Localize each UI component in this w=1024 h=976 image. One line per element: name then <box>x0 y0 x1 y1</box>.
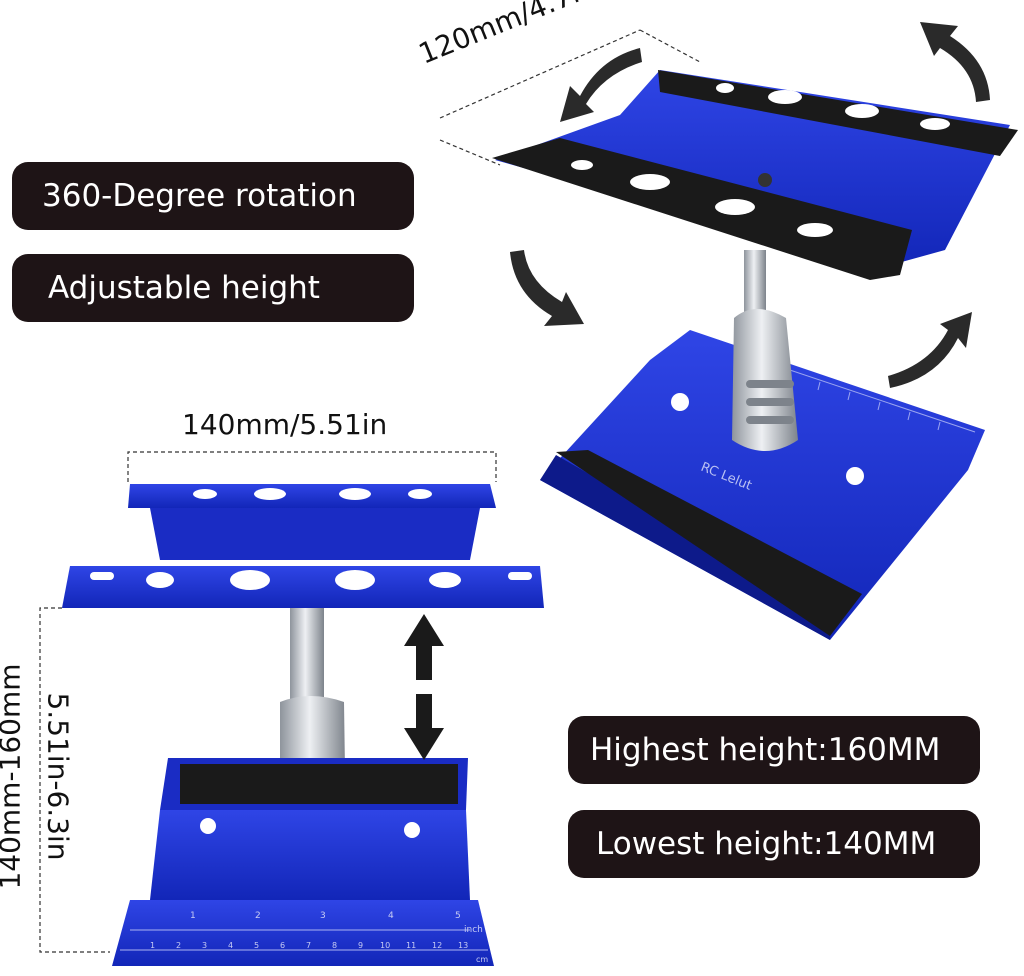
svg-text:7: 7 <box>306 941 311 950</box>
svg-text:2: 2 <box>176 941 181 950</box>
rotated-stand-base <box>540 330 985 640</box>
svg-text:3: 3 <box>202 941 207 950</box>
svg-text:inch: inch <box>464 925 483 935</box>
feature-rotation-label: 360-Degree rotation <box>12 162 414 230</box>
arrow-icon <box>920 22 990 102</box>
feature-lowest-text: Lowest height:140MM <box>596 826 937 862</box>
ruler-inch: 1 2 3 4 5 inch <box>190 911 483 935</box>
ruler-cm: 1 2 3 4 5 6 7 8 9 10 11 12 13 cm <box>150 941 488 964</box>
rotated-stand-top-pad-rear <box>658 70 1018 156</box>
rotated-stand-knob <box>732 309 798 451</box>
upright-stand-top-rear <box>128 484 496 508</box>
svg-text:5: 5 <box>254 941 259 950</box>
rotated-stand-base-front <box>540 455 830 640</box>
svg-text:2: 2 <box>255 911 261 921</box>
svg-text:6: 6 <box>280 941 285 950</box>
feature-adjustable-text: Adjustable height <box>48 270 320 306</box>
rotated-stand: RC Lelut <box>492 70 1018 640</box>
upright-stand-base-front <box>150 810 470 900</box>
upright-stand-pole <box>290 608 324 708</box>
svg-text:13: 13 <box>458 941 468 950</box>
height-in-dimension-label: 5.51in-6.3in <box>41 692 75 861</box>
feature-adjustable-label: Adjustable height <box>12 254 414 322</box>
svg-text:11: 11 <box>406 941 416 950</box>
arrow-icon <box>510 250 584 326</box>
svg-text:4: 4 <box>388 911 394 921</box>
upright-stand: 1 2 3 4 5 inch 1 2 3 4 5 6 7 8 9 10 11 1… <box>39 451 544 966</box>
arrow-icon <box>560 48 642 122</box>
feature-highest-text: Highest height:160MM <box>590 732 941 768</box>
svg-text:8: 8 <box>332 941 337 950</box>
height-mm-dimension-label: 140mm-160mm <box>0 663 27 890</box>
height-adjust-arrow-icon <box>404 614 444 760</box>
top-width-dimension-label: 140mm/5.51in <box>182 408 388 441</box>
rotated-stand-top-pad-front <box>492 138 912 280</box>
upright-stand-top-front <box>62 566 544 608</box>
feature-highest-label: Highest height:160MM <box>568 716 980 784</box>
upright-stand-pad <box>180 764 458 804</box>
svg-text:1: 1 <box>150 941 155 950</box>
rear-width-dimension-lines <box>439 29 701 166</box>
rotated-stand-hole <box>846 467 864 485</box>
feature-rotation-text: 360-Degree rotation <box>42 178 357 214</box>
height-dimension-line <box>39 607 110 953</box>
svg-text:9: 9 <box>358 941 363 950</box>
svg-text:3: 3 <box>320 911 326 921</box>
rotation-arrows <box>510 22 990 388</box>
svg-text:cm: cm <box>476 955 488 964</box>
svg-text:10: 10 <box>380 941 390 950</box>
top-width-dimension-line <box>127 451 497 482</box>
svg-text:5: 5 <box>455 911 461 921</box>
svg-text:1: 1 <box>190 911 196 921</box>
svg-text:4: 4 <box>228 941 233 950</box>
arrow-icon <box>888 312 972 388</box>
feature-lowest-label: Lowest height:140MM <box>568 810 980 878</box>
upright-stand-base-foot <box>112 900 494 966</box>
rotated-stand-pad <box>556 450 862 636</box>
upright-stand-top-body <box>150 508 480 560</box>
rotated-stand-hole <box>671 393 689 411</box>
svg-text:12: 12 <box>432 941 442 950</box>
